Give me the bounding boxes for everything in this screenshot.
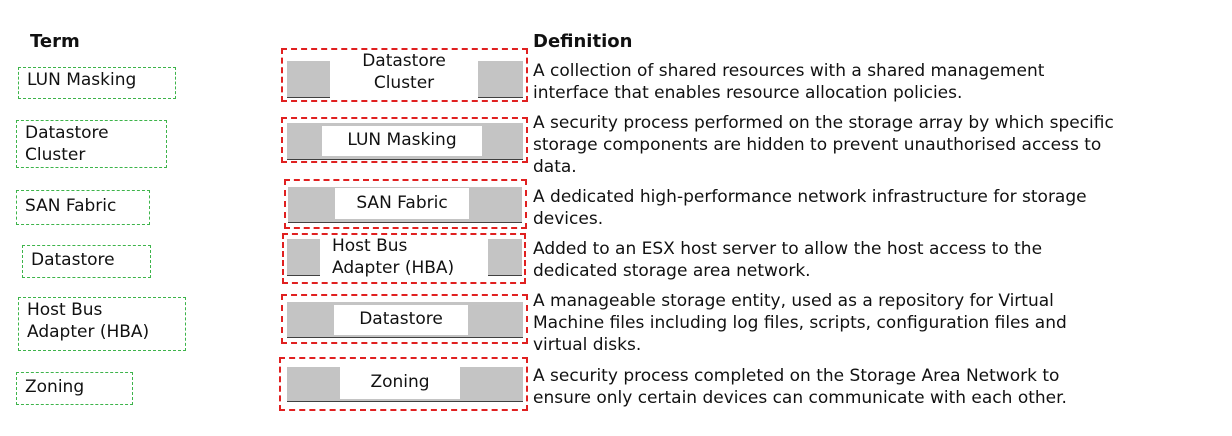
definition-3: A dedicated high-performance network inf… (533, 187, 1087, 229)
definition-2: A security process performed on the stor… (533, 113, 1114, 177)
definition-6: A security process completed on the Stor… (533, 366, 1067, 408)
term-tile-datastore-cluster[interactable]: Datastore Cluster (16, 120, 167, 168)
definition-heading: Definition (533, 31, 633, 52)
placed-answer-3[interactable]: SAN Fabric (335, 188, 469, 219)
term-tile-lun-masking[interactable]: LUN Masking (18, 67, 176, 99)
term-tile-san-fabric[interactable]: SAN Fabric (16, 190, 150, 225)
drop-target-1[interactable] (281, 48, 528, 102)
term-tile-host-bus-adapter[interactable]: Host Bus Adapter (HBA) (18, 297, 186, 351)
placed-answer-5[interactable]: Datastore (334, 305, 468, 335)
drop-target-2[interactable] (281, 117, 528, 163)
definition-1: A collection of shared resources with a … (533, 61, 1045, 103)
term-tile-zoning[interactable]: Zoning (16, 372, 133, 405)
definition-5: A manageable storage entity, used as a r… (533, 291, 1067, 355)
term-tile-datastore[interactable]: Datastore (22, 245, 151, 278)
drop-target-4[interactable] (282, 233, 526, 284)
drop-target-6[interactable] (279, 357, 528, 411)
placed-answer-1[interactable]: Datastore Cluster (330, 50, 478, 98)
drop-target-5[interactable] (281, 294, 528, 344)
placed-answer-4[interactable]: Host Bus Adapter (HBA) (320, 235, 488, 282)
drop-target-3[interactable] (284, 179, 527, 229)
placed-answer-6[interactable]: Zoning (340, 367, 460, 399)
placed-answer-2[interactable]: LUN Masking (322, 126, 482, 156)
definition-4: Added to an ESX host server to allow the… (533, 239, 1043, 281)
term-heading: Term (30, 31, 80, 52)
